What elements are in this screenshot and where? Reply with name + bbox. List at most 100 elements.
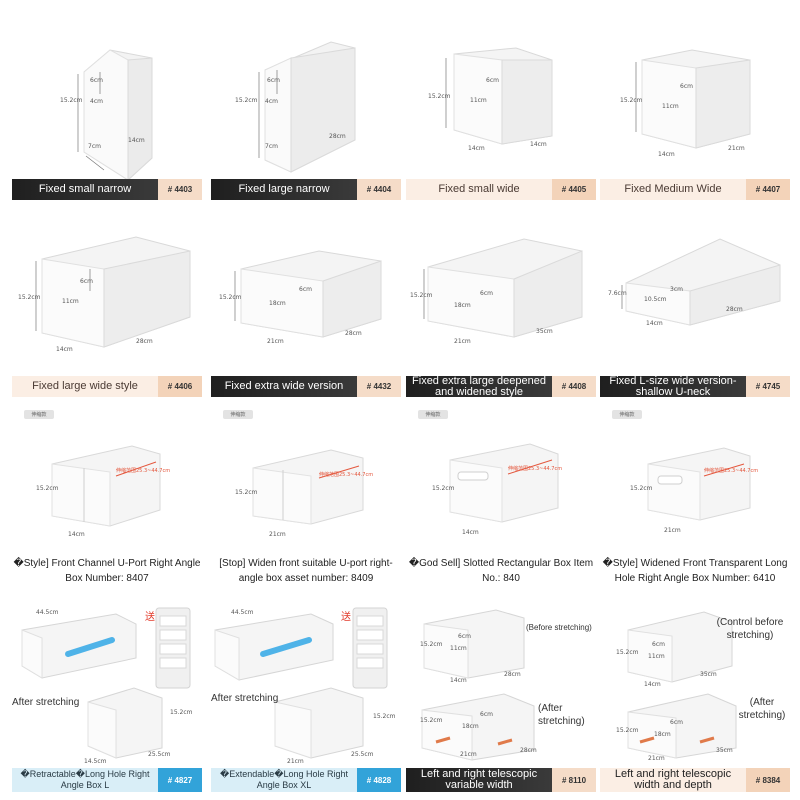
- svg-text:15.2cm: 15.2cm: [410, 292, 433, 299]
- product-label-bar: Fixed extra wide version # 4432: [211, 376, 401, 397]
- product-image: 伸缩范围25.3~44.7cm 15.2cm 14cm: [406, 424, 596, 544]
- svg-text:21cm: 21cm: [267, 338, 284, 345]
- svg-text:4cm: 4cm: [265, 98, 278, 105]
- svg-text:伸缩范围25.3~44.7cm: 伸缩范围25.3~44.7cm: [319, 471, 373, 478]
- product-image: 伸缩范围25.3~44.7cm 15.2cm 14cm: [12, 424, 202, 544]
- product-card-4745[interactable]: 7.6cm 3cm 10.5cm 14cm 28cm Fixed L-size …: [600, 225, 790, 397]
- product-card-4403[interactable]: 15.2cm 6cm 4cm 7cm 14cm Fixed small narr…: [12, 30, 202, 202]
- svg-text:4cm: 4cm: [90, 98, 103, 105]
- stretch-card-8409[interactable]: 伸缩款 伸缩范围25.3~44.7cm 15.2cm 21cm [Stop] W…: [211, 410, 401, 590]
- product-name: Left and right telescopic width and dept…: [600, 768, 746, 792]
- product-image: 伸缩范围25.3~44.7cm 15.2cm 21cm: [211, 424, 401, 544]
- after-stretch-note: After stretching: [211, 693, 279, 704]
- svg-text:14cm: 14cm: [658, 151, 675, 158]
- product-card-4827[interactable]: 44.5cm 送 15.2cm 14.5cm 25.5cm After stre…: [12, 602, 202, 792]
- product-code: # 4405: [552, 179, 596, 200]
- product-image: 15.2cm 6cm 11cm 14cm 35cm 15.2cm 6cm 18c…: [600, 602, 790, 767]
- product-code: # 8384: [746, 768, 790, 792]
- product-code: # 4406: [158, 376, 202, 397]
- product-name: Fixed Medium Wide: [600, 179, 746, 200]
- svg-text:15.2cm: 15.2cm: [18, 294, 41, 301]
- product-code: # 4407: [746, 179, 790, 200]
- product-image: 15.2cm 6cm 11cm 14cm 21cm: [600, 30, 790, 200]
- product-image: 伸缩范围25.3~44.7cm 15.2cm 21cm: [600, 424, 790, 544]
- product-card-4828[interactable]: 44.5cm 送 15.2cm 21cm 25.5cm After stretc…: [211, 602, 401, 792]
- svg-text:14cm: 14cm: [56, 346, 73, 353]
- svg-text:28cm: 28cm: [504, 671, 521, 678]
- product-image: 15.2cm 6cm 11cm 14cm 14cm: [406, 30, 596, 200]
- svg-text:伸缩范围25.3~44.7cm: 伸缩范围25.3~44.7cm: [508, 465, 562, 472]
- svg-text:21cm: 21cm: [648, 755, 665, 762]
- svg-text:35cm: 35cm: [716, 747, 733, 754]
- product-name: Fixed large wide style: [12, 376, 158, 397]
- svg-text:14cm: 14cm: [530, 141, 547, 148]
- svg-text:28cm: 28cm: [345, 330, 362, 337]
- svg-text:伸缩范围25.3~44.7cm: 伸缩范围25.3~44.7cm: [116, 467, 170, 474]
- product-code: # 4404: [357, 179, 401, 200]
- product-card-4408[interactable]: 15.2cm 6cm 18cm 21cm 35cm Fixed extra la…: [406, 225, 596, 397]
- product-name: Fixed extra wide version: [211, 376, 357, 397]
- product-caption: �Style] Widened Front Transparent Long H…: [602, 558, 788, 584]
- stretch-card-840[interactable]: 伸缩款 伸缩范围25.3~44.7cm 15.2cm 14cm �God Sel…: [406, 410, 596, 590]
- product-label-bar: Fixed extra large deepened and widened s…: [406, 376, 596, 397]
- svg-text:21cm: 21cm: [728, 145, 745, 152]
- svg-text:21cm: 21cm: [287, 758, 304, 765]
- product-label-bar: Left and right telescopic width and dept…: [600, 768, 790, 792]
- stretch-tag: 伸缩款: [223, 410, 253, 419]
- product-card-4432[interactable]: 15.2cm 6cm 18cm 21cm 28cm Fixed extra wi…: [211, 225, 401, 397]
- svg-text:11cm: 11cm: [450, 645, 467, 652]
- product-label-bar: Left and right telescopic variable width…: [406, 768, 596, 792]
- product-image: 15.2cm 6cm 18cm 21cm 35cm: [406, 225, 596, 395]
- stretch-card-8407[interactable]: 伸缩款 伸缩范围25.3~44.7cm 15.2cm 14cm �Style] …: [12, 410, 202, 590]
- svg-text:15.2cm: 15.2cm: [36, 485, 59, 492]
- product-card-4404[interactable]: 15.2cm 6cm 4cm 7cm 28cm Fixed large narr…: [211, 30, 401, 202]
- svg-text:15.2cm: 15.2cm: [219, 294, 242, 301]
- after-stretch-note: After stretching: [12, 697, 80, 708]
- product-label-bar: Fixed large wide style # 4406: [12, 376, 202, 397]
- product-name: Fixed small wide: [406, 179, 552, 200]
- product-label-bar: Fixed L-size wide version-shallow U-neck…: [600, 376, 790, 397]
- product-label-bar: Fixed small narrow # 4403: [12, 179, 202, 200]
- svg-text:15.2cm: 15.2cm: [432, 485, 455, 492]
- product-image: 44.5cm 送 15.2cm 21cm 25.5cm: [211, 602, 401, 767]
- svg-text:6cm: 6cm: [680, 83, 693, 90]
- svg-text:18cm: 18cm: [269, 300, 286, 307]
- product-code: # 4828: [357, 768, 401, 792]
- product-image: 7.6cm 3cm 10.5cm 14cm 28cm: [600, 225, 790, 395]
- svg-text:7cm: 7cm: [265, 143, 278, 150]
- svg-text:14.5cm: 14.5cm: [84, 758, 107, 765]
- product-name: Fixed small narrow: [12, 179, 158, 200]
- svg-text:送: 送: [341, 610, 351, 623]
- product-caption: �God Sell] Slotted Rectangular Box Item …: [408, 558, 594, 584]
- svg-text:14cm: 14cm: [644, 681, 661, 688]
- product-card-8110[interactable]: 15.2cm 6cm 11cm 14cm 28cm 15.2cm 6cm 18c…: [406, 602, 596, 792]
- svg-text:25.5cm: 25.5cm: [148, 751, 171, 758]
- product-card-8384[interactable]: 15.2cm 6cm 11cm 14cm 35cm 15.2cm 6cm 18c…: [600, 602, 790, 792]
- product-image: 44.5cm 送 15.2cm 14.5cm 25.5cm: [12, 602, 202, 767]
- svg-text:11cm: 11cm: [648, 653, 665, 660]
- product-card-4405[interactable]: 15.2cm 6cm 11cm 14cm 14cm Fixed small wi…: [406, 30, 596, 202]
- svg-text:15.2cm: 15.2cm: [235, 489, 258, 496]
- svg-text:6cm: 6cm: [486, 77, 499, 84]
- svg-text:15.2cm: 15.2cm: [620, 97, 643, 104]
- stretch-tag: 伸缩款: [612, 410, 642, 419]
- svg-text:6cm: 6cm: [90, 77, 103, 84]
- svg-text:6cm: 6cm: [480, 290, 493, 297]
- svg-text:11cm: 11cm: [62, 298, 79, 305]
- svg-text:6cm: 6cm: [670, 719, 683, 726]
- product-card-4407[interactable]: 15.2cm 6cm 11cm 14cm 21cm Fixed Medium W…: [600, 30, 790, 202]
- product-card-4406[interactable]: 15.2cm 6cm 11cm 14cm 28cm Fixed large wi…: [12, 225, 202, 397]
- svg-text:28cm: 28cm: [136, 338, 153, 345]
- svg-text:21cm: 21cm: [460, 751, 477, 758]
- product-code: # 4827: [158, 768, 202, 792]
- svg-text:14cm: 14cm: [468, 145, 485, 152]
- product-caption: [Stop] Widen front suitable U-port right…: [219, 558, 393, 584]
- svg-text:18cm: 18cm: [654, 731, 671, 738]
- svg-text:14cm: 14cm: [462, 529, 479, 536]
- product-name: Left and right telescopic variable width: [406, 768, 552, 792]
- product-image: 15.2cm 6cm 18cm 21cm 28cm: [211, 225, 401, 395]
- stretch-card-6410[interactable]: 伸缩款 伸缩范围25.3~44.7cm 15.2cm 21cm �Style] …: [600, 410, 790, 590]
- svg-text:3cm: 3cm: [670, 286, 683, 293]
- product-code: # 8110: [552, 768, 596, 792]
- svg-text:25.5cm: 25.5cm: [351, 751, 374, 758]
